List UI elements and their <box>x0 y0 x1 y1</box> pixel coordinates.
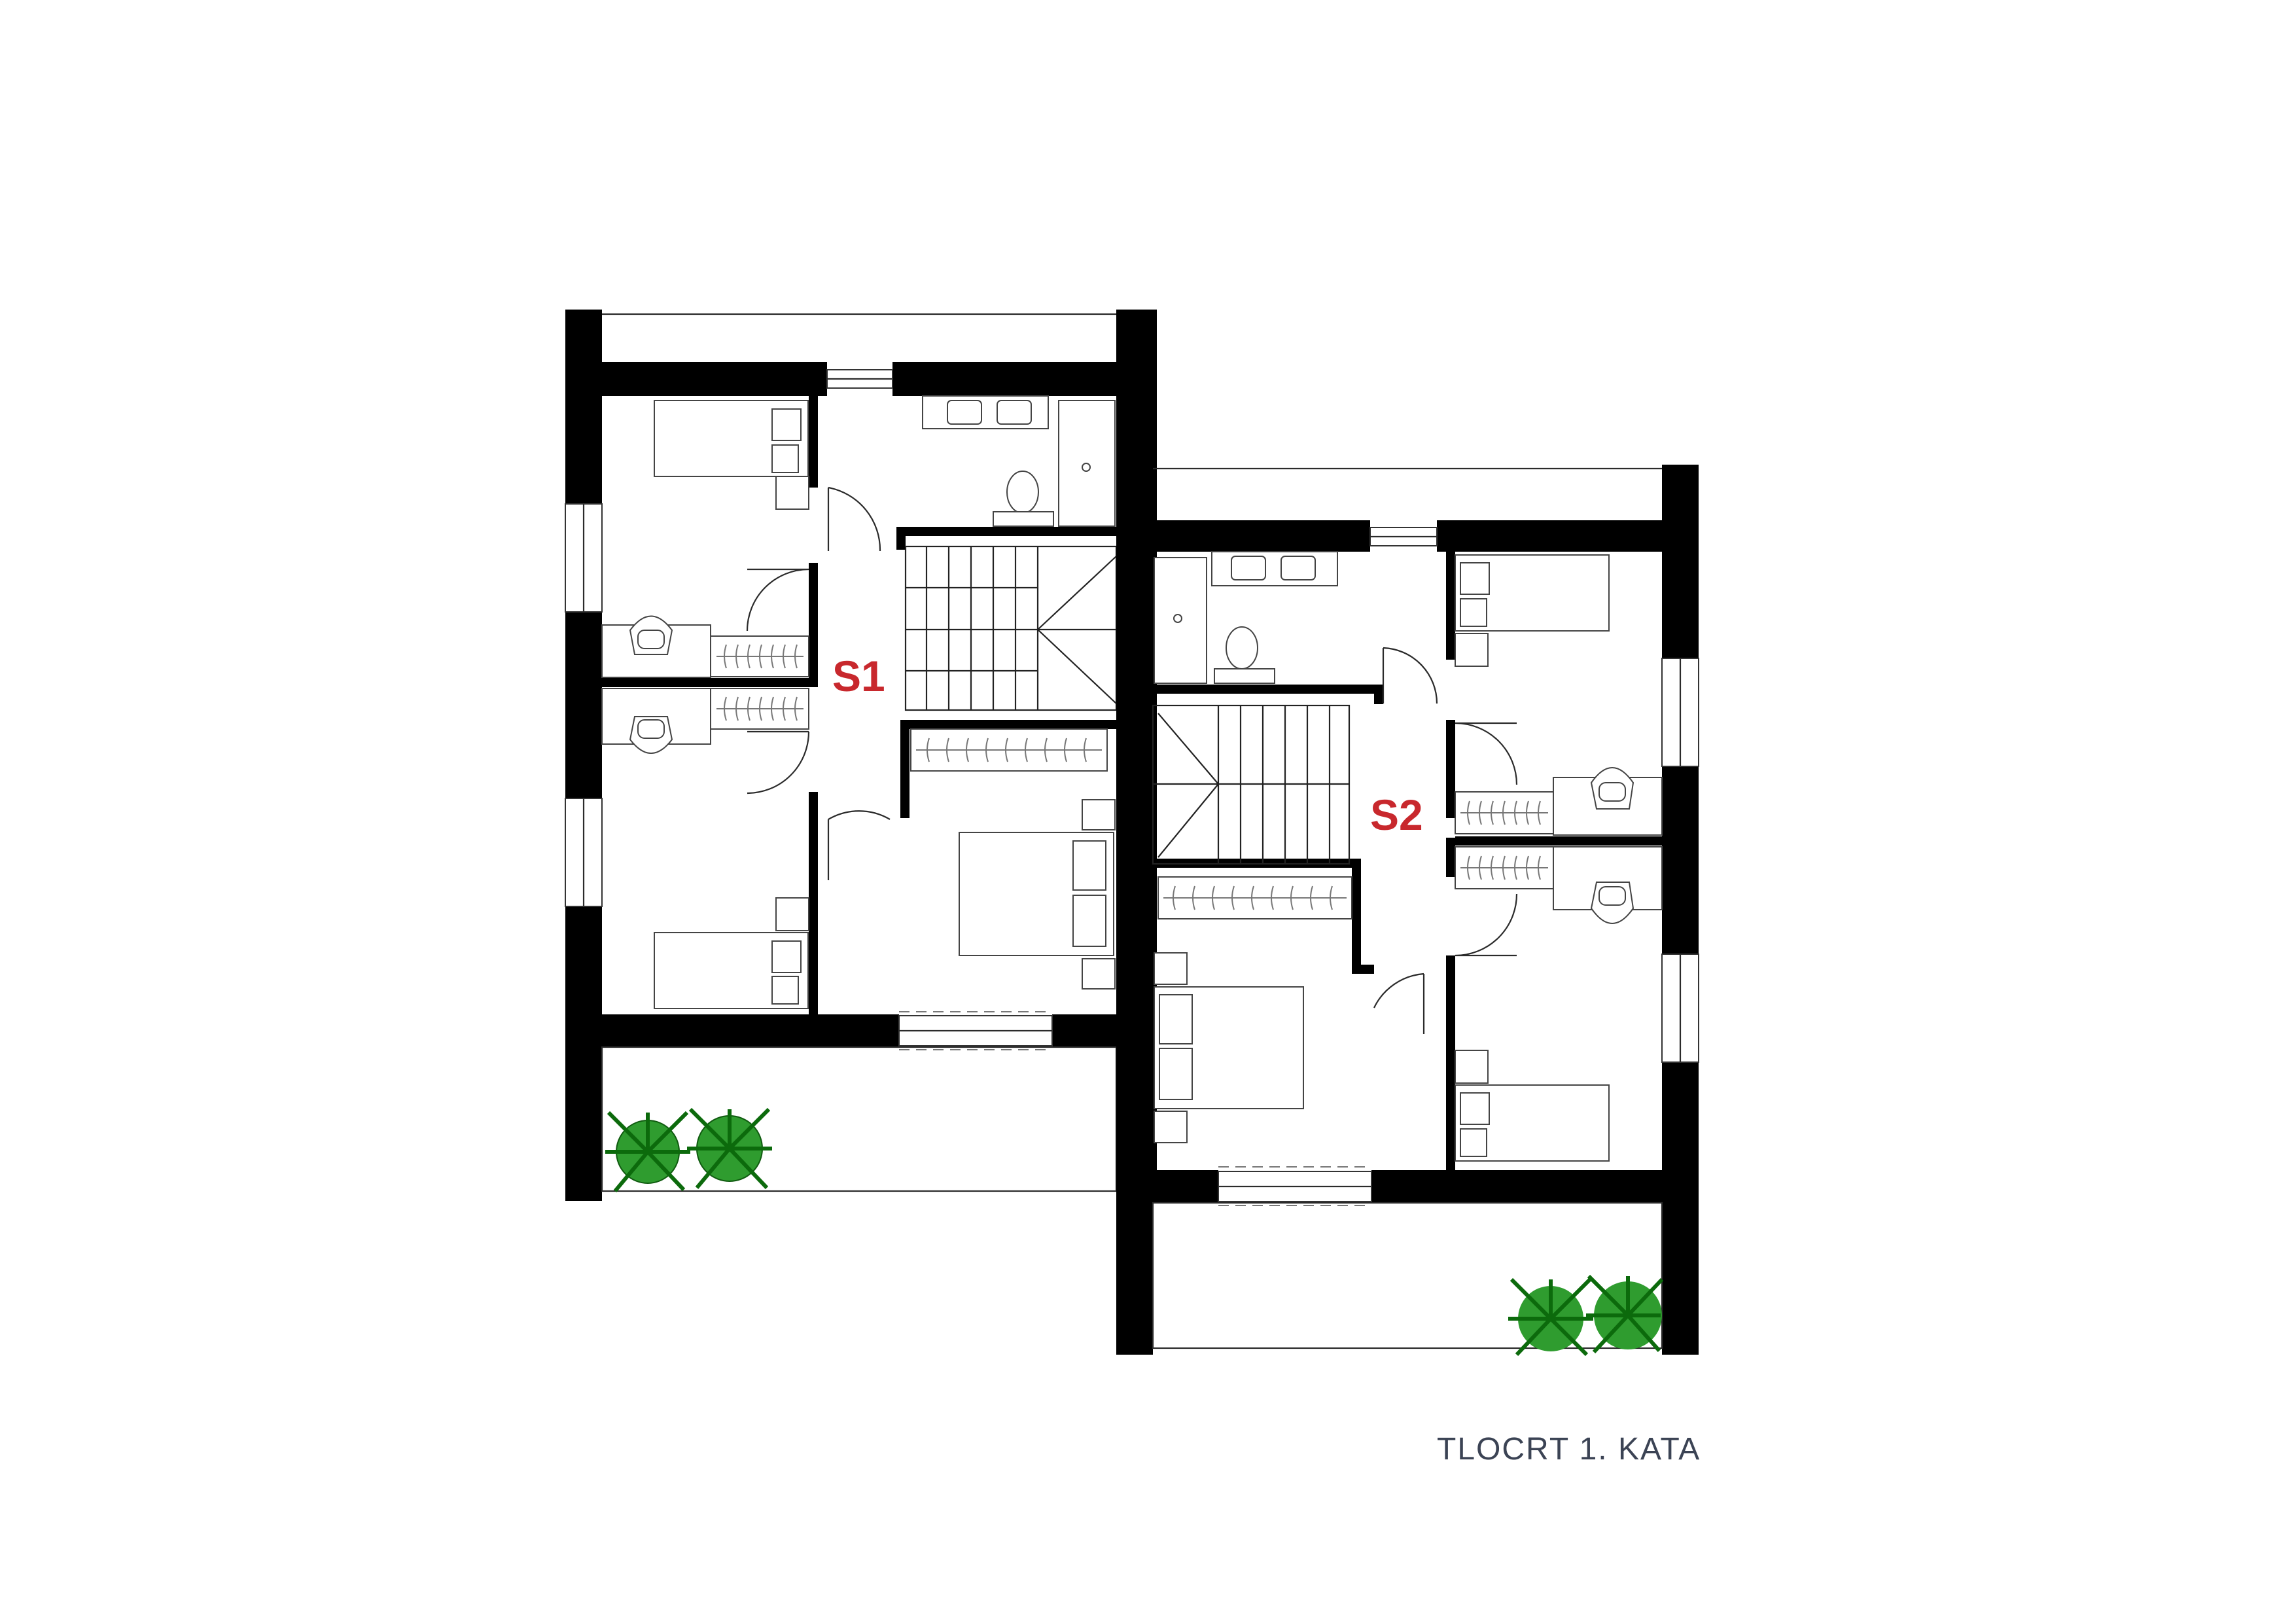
wall <box>1446 552 1455 660</box>
stair-icon <box>904 545 1118 711</box>
wall <box>1352 965 1374 974</box>
door-swing-icon <box>827 810 891 880</box>
wall <box>1153 1170 1218 1203</box>
desk-chair-icon <box>1553 767 1663 836</box>
bed-icon <box>654 897 809 1009</box>
wardrobe-icon <box>1455 791 1554 834</box>
wall <box>565 310 602 1201</box>
wall <box>900 720 910 818</box>
wall <box>1662 465 1699 1355</box>
door-swing-icon <box>1455 722 1518 785</box>
wall <box>1153 520 1370 552</box>
wall <box>1446 955 1455 1170</box>
bed-icon <box>959 799 1116 990</box>
wall <box>1352 864 1361 974</box>
wall <box>565 362 827 396</box>
plant-icon <box>1508 1274 1664 1357</box>
drawing-title: TLOCRT 1. KATA <box>1437 1432 1701 1467</box>
sink-icon <box>947 400 982 425</box>
bed-icon <box>1455 1050 1610 1162</box>
wall <box>602 678 815 687</box>
wardrobe-icon <box>710 688 809 730</box>
sink-icon <box>1231 556 1266 580</box>
toilet-icon <box>1226 626 1258 669</box>
door-swing-icon <box>746 568 809 632</box>
plant-icon <box>605 1107 772 1192</box>
wardrobe-icon <box>910 728 1108 772</box>
bed-icon <box>654 400 809 510</box>
wall <box>809 792 818 1018</box>
bed-icon <box>1455 554 1610 667</box>
balcony <box>1152 1202 1663 1349</box>
unit-s2: S2 <box>1116 465 1699 1357</box>
wall <box>892 362 1116 396</box>
sink-icon <box>1280 556 1316 580</box>
wardrobe-icon <box>1455 846 1554 889</box>
desk-chair-icon <box>601 615 711 678</box>
sink-icon <box>997 400 1032 425</box>
wall <box>565 1014 899 1047</box>
wall <box>1455 836 1662 846</box>
wardrobe-icon <box>1157 876 1352 919</box>
wall <box>809 563 818 687</box>
unit-label-s2: S2 <box>1370 791 1423 839</box>
desk-chair-icon <box>601 688 711 754</box>
unit-s1: S1 <box>565 310 1157 1201</box>
wall <box>1371 1170 1662 1203</box>
wall <box>896 527 906 550</box>
wall <box>900 720 1116 729</box>
wall <box>1052 1014 1116 1047</box>
vanity-counter <box>1211 551 1338 586</box>
toilet-icon <box>1006 471 1039 514</box>
bathtub-icon <box>1154 557 1207 684</box>
wall <box>1116 520 1153 1355</box>
desk-chair-icon <box>1553 846 1663 924</box>
wall <box>1446 720 1455 818</box>
door-swing-icon <box>1382 647 1438 704</box>
wall <box>1446 838 1455 877</box>
bed-icon <box>1154 952 1304 1143</box>
stair-icon <box>1152 704 1351 865</box>
wall <box>1374 685 1383 704</box>
wall <box>1437 520 1662 552</box>
door-swing-icon <box>1455 893 1518 957</box>
wall <box>1153 685 1383 694</box>
wardrobe-icon <box>710 635 809 677</box>
door-swing-icon <box>747 730 810 794</box>
door-swing-icon <box>1373 972 1425 1034</box>
door-swing-icon <box>827 486 881 552</box>
wall <box>809 396 818 488</box>
wall <box>896 527 1116 536</box>
unit-label-s1: S1 <box>832 652 885 700</box>
